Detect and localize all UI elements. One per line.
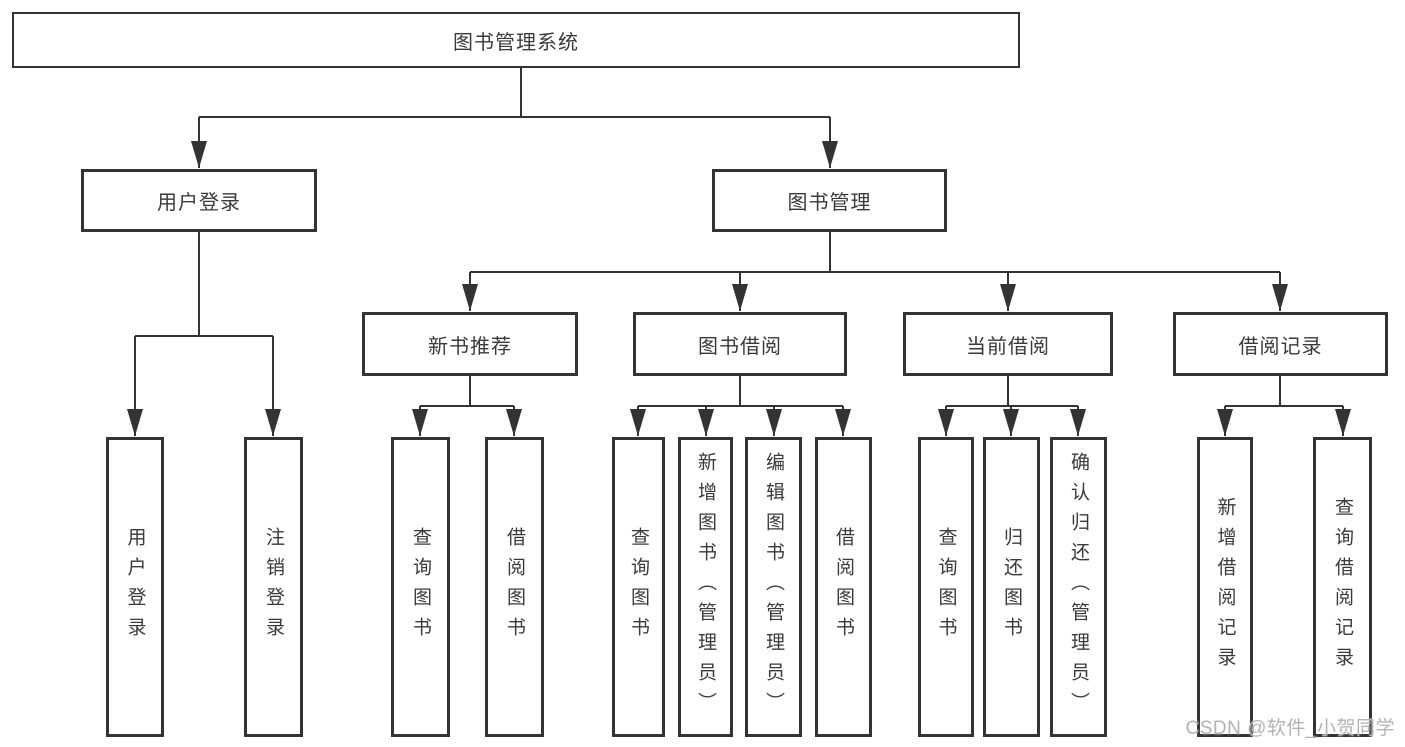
leaf-query-borrow-record: 查询借阅记录 <box>1313 437 1372 737</box>
csdn-watermark: CSDN @软件_小贺同学 <box>1185 718 1395 739</box>
leaf-add-borrow-record: 新增借阅记录 <box>1197 437 1253 737</box>
book-management-branch-line <box>470 232 1280 273</box>
leaf-query-books-current: 查询图书 <box>918 437 974 737</box>
leaf-query-books-recommend: 查询图书 <box>391 437 450 737</box>
node-new-book-recommend: 新书推荐 <box>362 312 578 376</box>
node-current-borrow: 当前借阅 <box>903 312 1113 376</box>
node-root-library-system: 图书管理系统 <box>12 12 1020 68</box>
node-user-login: 用户登录 <box>81 169 317 232</box>
leaf-add-books-admin: 新增图书（管理员） <box>678 437 733 737</box>
user-login-branch-line <box>135 232 273 337</box>
root-branch-line <box>199 68 830 118</box>
current-borrow-branch-line <box>946 376 1078 407</box>
leaf-borrow-books: 借阅图书 <box>815 437 872 737</box>
node-book-management: 图书管理 <box>712 169 947 232</box>
book-borrow-branch-line <box>638 376 843 407</box>
leaf-user-login: 用户登录 <box>106 437 164 737</box>
leaf-edit-books-admin: 编辑图书（管理员） <box>745 437 802 737</box>
new-book-branch-line <box>420 376 514 407</box>
leaf-query-books-borrow: 查询图书 <box>612 437 665 737</box>
node-book-borrow: 图书借阅 <box>633 312 847 376</box>
node-borrow-records: 借阅记录 <box>1173 312 1388 376</box>
leaf-confirm-return-admin: 确认归还（管理员） <box>1050 437 1107 737</box>
leaf-return-books: 归还图书 <box>983 437 1040 737</box>
leaf-logout: 注销登录 <box>244 437 303 737</box>
borrow-records-branch-line <box>1225 376 1343 407</box>
leaf-borrow-books-recommend: 借阅图书 <box>485 437 544 737</box>
